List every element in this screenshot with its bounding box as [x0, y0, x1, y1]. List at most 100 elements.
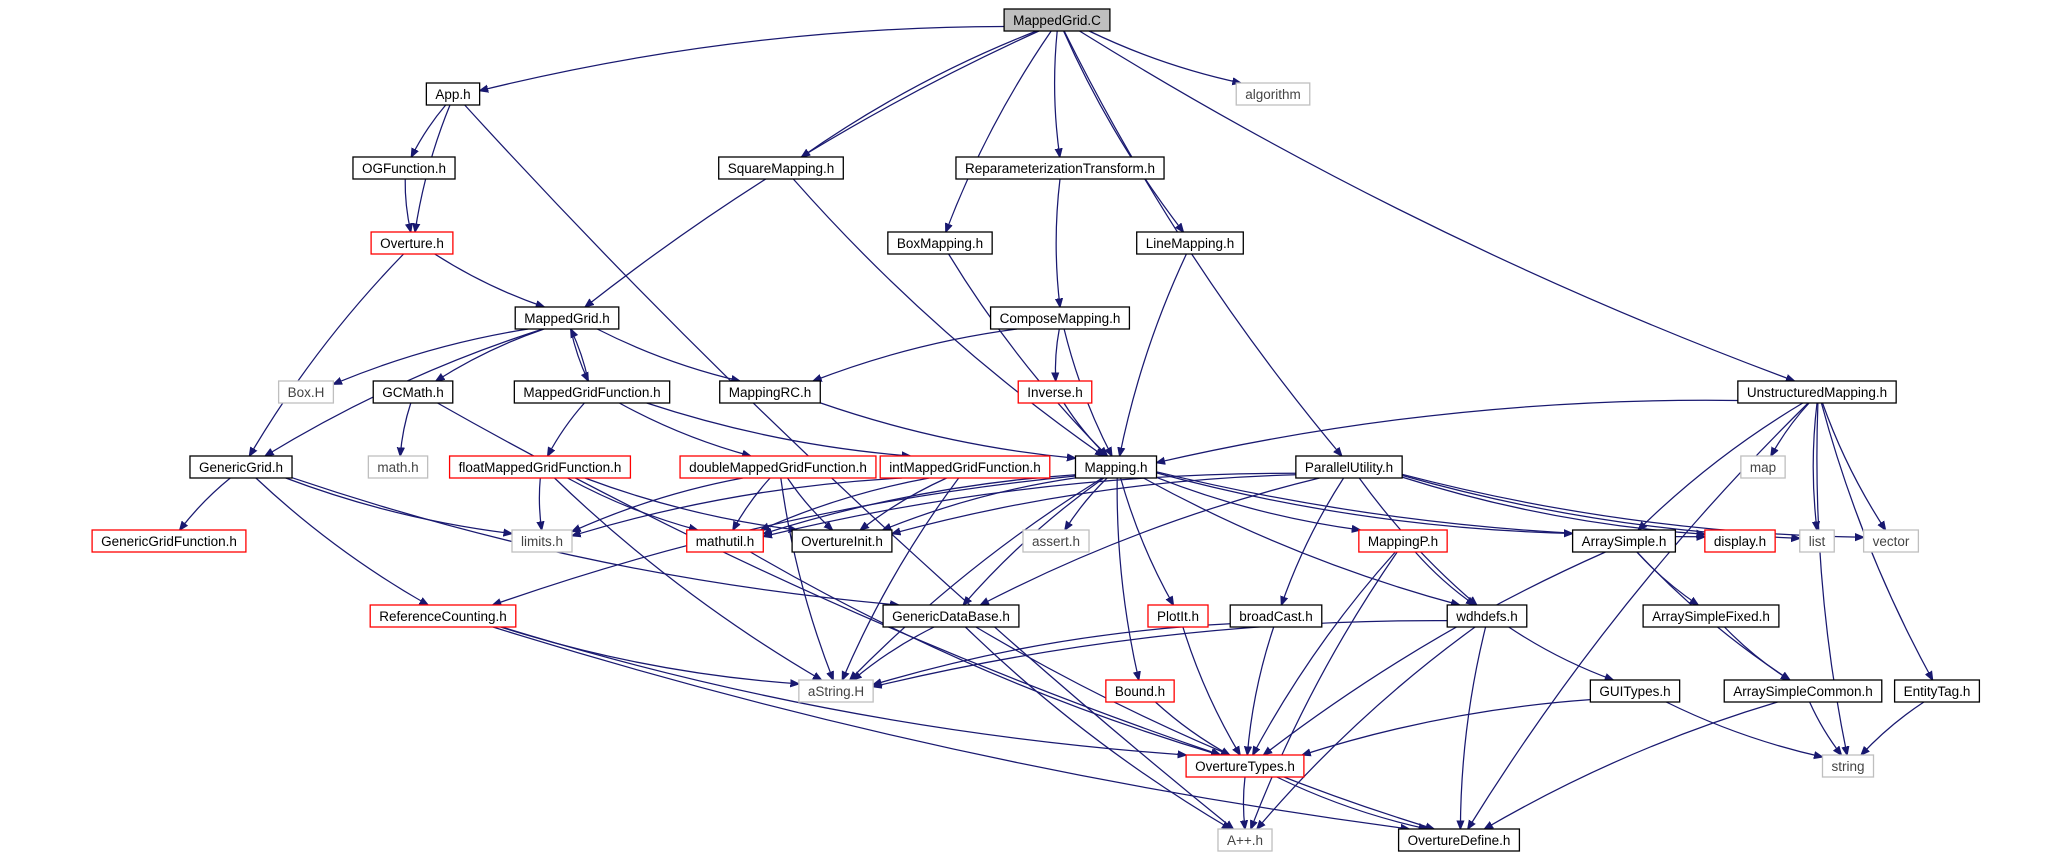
node-squaremapping-h[interactable]: SquareMapping.h — [718, 156, 844, 180]
node-box — [1397, 828, 1521, 852]
edge — [1156, 476, 1361, 530]
node-box — [511, 529, 573, 553]
node-mappedgridfunction-h[interactable]: MappedGridFunction.h — [513, 380, 671, 404]
edge — [850, 477, 1103, 680]
node-genericgrid-h[interactable]: GenericGrid.h — [189, 455, 293, 479]
node-guitypes-h[interactable]: GUITypes.h — [1589, 679, 1681, 703]
edge-broadcast-h-to-overturetypes-h — [1247, 626, 1275, 755]
node-mapping-h[interactable]: Mapping.h — [1074, 455, 1158, 479]
node-box — [189, 455, 293, 479]
edge-plotit-h-to-overturetypes-h — [1182, 626, 1240, 755]
node-overturedefine-h[interactable]: OvertureDefine.h — [1397, 828, 1521, 852]
edge-mappedgrid-c-to-app-h — [480, 25, 1005, 91]
node-reparameterizationtransform-h[interactable]: ReparameterizationTransform.h — [955, 156, 1165, 180]
node-label: ComposeMapping.h — [1000, 311, 1121, 326]
edge-squaremapping-h-to-mapping-h — [792, 178, 1103, 456]
node-label: GenericDataBase.h — [892, 609, 1010, 624]
node-genericgridfunction-h[interactable]: GenericGridFunction.h — [91, 529, 247, 553]
node-arraysimplecommon-h[interactable]: ArraySimpleCommon.h — [1723, 679, 1883, 703]
edge-floatmappedgridfunction-h-to-mathutil-h — [567, 477, 698, 530]
edge-guitypes-h-to-string — [1665, 701, 1822, 757]
node-entitytag-h[interactable]: EntityTag.h — [1893, 679, 1981, 703]
edge-genericgrid-h-to-genericdatabase-h — [291, 477, 899, 605]
edge-mappedgridfunction-h-to-floatmappedgridfunction-h — [548, 402, 585, 456]
edge — [1116, 477, 1139, 680]
node-mathutil-h[interactable]: mathutil.h — [686, 529, 764, 553]
node-boxmapping-h[interactable]: BoxMapping.h — [887, 231, 993, 255]
node-unstructuredmapping-h[interactable]: UnstructuredMapping.h — [1737, 380, 1897, 404]
node-bound-h[interactable]: Bound.h — [1105, 679, 1175, 703]
edge-unstructuredmapping-h-to-list — [1813, 402, 1817, 530]
edge — [570, 328, 589, 381]
node-label: limits.h — [521, 534, 563, 549]
node-floatmappedgridfunction-h[interactable]: floatMappedGridFunction.h — [448, 455, 632, 479]
node-arraysimple-h[interactable]: ArraySimple.h — [1571, 529, 1677, 553]
node-box — [798, 679, 874, 703]
edge-arraysimplefixed-h-to-arraysimplecommon-h — [1724, 626, 1790, 680]
edge-doublemappedgridfunction-h-to-overtureinit-h — [786, 477, 833, 530]
node-wdhdefs-h[interactable]: wdhdefs.h — [1446, 604, 1528, 628]
edge — [434, 253, 545, 307]
node-plotit-h[interactable]: PlotIt.h — [1147, 604, 1209, 628]
node-label: ArraySimpleCommon.h — [1733, 684, 1873, 699]
node-overture-h[interactable]: Overture.h — [370, 231, 454, 255]
edge — [646, 402, 911, 456]
node-mappedgrid-h[interactable]: MappedGrid.h — [514, 306, 620, 330]
edge-mappedgrid-h-to-gcmath-h — [436, 328, 545, 381]
node-composemapping-h[interactable]: ComposeMapping.h — [989, 306, 1131, 330]
edge-app-h-to-ogfunction-h — [411, 104, 447, 157]
node-arraysimplefixed-h[interactable]: ArraySimpleFixed.h — [1642, 604, 1780, 628]
edge — [1063, 402, 1107, 456]
edge-overturetypes-h-to-aplusplus-h — [1243, 776, 1245, 829]
edge — [1156, 472, 1573, 534]
edge-mappedgrid-h-to-mappingrc-h — [596, 328, 740, 381]
node-broadcast-h[interactable]: broadCast.h — [1229, 604, 1323, 628]
node-label: Mapping.h — [1084, 460, 1147, 475]
edge — [750, 551, 1219, 755]
edge-linemapping-h-to-mapping-h — [1120, 253, 1187, 456]
node-box — [791, 529, 893, 553]
edge — [572, 477, 744, 532]
node-label: map — [1750, 460, 1776, 475]
node-box — [1589, 679, 1681, 703]
edge-wdhdefs-h-to-overturedefine-h — [1460, 626, 1487, 829]
node-linemapping-h[interactable]: LineMapping.h — [1136, 231, 1244, 255]
node-intmappedgridfunction-h[interactable]: intMappedGridFunction.h — [879, 455, 1051, 479]
node-label: App.h — [435, 87, 470, 102]
edge — [813, 328, 1017, 381]
node-label: Inverse.h — [1027, 385, 1083, 400]
node-mappingrc-h[interactable]: MappingRC.h — [719, 380, 821, 404]
node-label: broadCast.h — [1239, 609, 1313, 624]
edge-genericdatabase-h-to-overturedefine-h — [975, 626, 1434, 829]
node-astring-h: aString.H — [798, 679, 874, 703]
node-assert-h: assert.h — [1022, 529, 1090, 553]
node-doublemappedgridfunction-h[interactable]: doubleMappedGridFunction.h — [679, 455, 877, 479]
edge — [1771, 402, 1810, 456]
node-label: ParallelUtility.h — [1305, 460, 1393, 475]
node-overtureinit-h[interactable]: OvertureInit.h — [791, 529, 893, 553]
edge-parallelutility-h-to-genericdatabase-h — [980, 477, 1320, 605]
node-box — [1358, 529, 1448, 553]
node-string: string — [1821, 754, 1875, 778]
edge-referencecounting-h-to-overturetypes-h — [501, 626, 1186, 755]
edge-overturetypes-h-to-overturedefine-h — [1276, 776, 1427, 829]
node-display-h[interactable]: display.h — [1704, 529, 1776, 553]
node-genericdatabase-h[interactable]: GenericDataBase.h — [882, 604, 1020, 628]
edge — [411, 104, 447, 157]
edge-parallelutility-h-to-broadcast-h — [1281, 477, 1345, 605]
node-parallelutility-h[interactable]: ParallelUtility.h — [1295, 455, 1403, 479]
node-box — [1105, 679, 1175, 703]
node-inverse-h[interactable]: Inverse.h — [1017, 380, 1093, 404]
node-box — [1003, 8, 1111, 32]
node-box — [1704, 529, 1776, 553]
node-mappingp-h[interactable]: MappingP.h — [1358, 529, 1448, 553]
edge — [1182, 626, 1240, 755]
node-referencecounting-h[interactable]: ReferenceCounting.h — [369, 604, 517, 628]
node-overturetypes-h[interactable]: OvertureTypes.h — [1185, 754, 1305, 778]
node-gcmath-h[interactable]: GCMath.h — [372, 380, 454, 404]
edge — [853, 626, 935, 680]
edge-app-h-to-aplusplus-h — [464, 104, 1234, 829]
node-app-h[interactable]: App.h — [425, 82, 481, 106]
node-ogfunction-h[interactable]: OGFunction.h — [352, 156, 456, 180]
